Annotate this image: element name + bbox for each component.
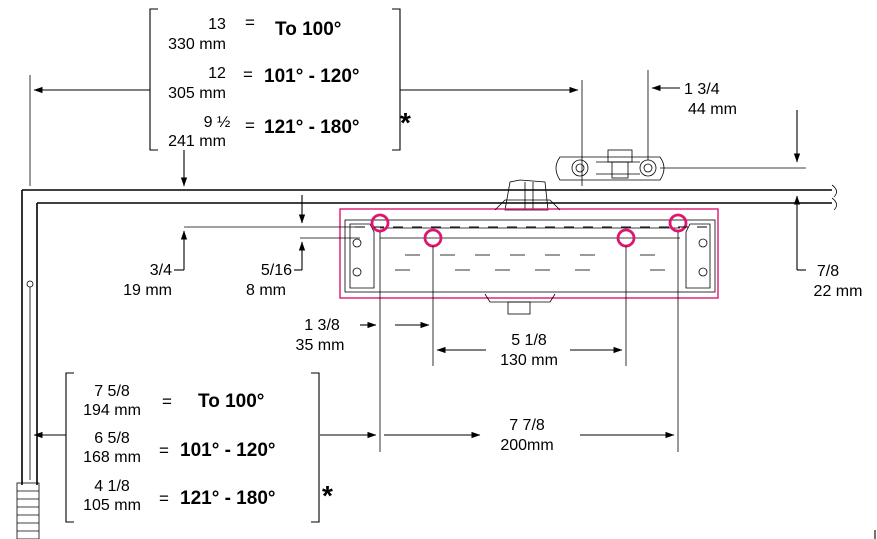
top-row3-asterisk: * bbox=[400, 107, 411, 138]
bottom-row2-inch: 6 5/8 bbox=[94, 430, 130, 447]
bottom-row3-equals: = bbox=[159, 489, 169, 508]
bottom-row3-asterisk: * bbox=[322, 480, 333, 511]
door-hinge bbox=[16, 482, 40, 539]
top-row1-range: To 100° bbox=[275, 19, 341, 40]
dim-5-16-inch: 5/16 bbox=[261, 262, 292, 279]
bottom-row3-mm: 105 mm bbox=[83, 497, 141, 514]
bottom-row2-range: 101° - 120° bbox=[180, 440, 275, 461]
closer-body bbox=[339, 199, 719, 315]
mount-hole bbox=[370, 213, 390, 233]
top-row1-mm: 330 mm bbox=[168, 36, 226, 53]
dim-1-3-8-inch: 1 3/8 bbox=[304, 317, 340, 334]
bottom-row2-mm: 168 mm bbox=[83, 449, 141, 466]
top-row3-equals: = bbox=[245, 116, 255, 135]
top-arm-table: 13 330 mm = To 100° 12 305 mm = 101° - 1… bbox=[149, 8, 411, 151]
dim-3-4-inch: 3/4 bbox=[150, 262, 172, 279]
top-row3-inch: 9 ½ bbox=[204, 114, 231, 131]
dim-5-16-mm: 8 mm bbox=[246, 282, 286, 299]
bottom-row1-equals: = bbox=[162, 392, 172, 411]
bottom-row3-range: 121° - 180° bbox=[180, 488, 275, 509]
bottom-row1-range: To 100° bbox=[198, 391, 264, 412]
top-row1-equals: = bbox=[245, 13, 255, 32]
dim-5-1-8-mm: 130 mm bbox=[500, 352, 558, 369]
dim-1-3-4-inch: 1 3/4 bbox=[684, 81, 720, 98]
bottom-row1-mm: 194 mm bbox=[83, 402, 141, 419]
top-row2-mm: 305 mm bbox=[168, 85, 226, 102]
top-row2-inch: 12 bbox=[208, 65, 226, 82]
bottom-arm-table: 7 5/8 194 mm = To 100° 6 5/8 168 mm = 10… bbox=[65, 372, 333, 523]
mount-hole bbox=[668, 213, 688, 233]
dim-7-8-mm: 22 mm bbox=[814, 283, 863, 300]
dimension-labels: 1 3/4 44 mm 3/4 19 mm 5/16 8 mm 7/8 22 m… bbox=[123, 81, 862, 454]
top-row1-inch: 13 bbox=[208, 16, 226, 33]
dim-7-8-inch: 7/8 bbox=[817, 263, 839, 280]
bottom-row2-equals: = bbox=[159, 441, 169, 460]
dim-7-7-8-inch: 7 7/8 bbox=[509, 417, 545, 434]
dim-7-7-8-mm: 200mm bbox=[500, 437, 553, 454]
top-row3-range: 121° - 180° bbox=[264, 117, 359, 138]
dim-1-3-4-mm: 44 mm bbox=[688, 101, 737, 118]
dimension-lines bbox=[29, 70, 806, 452]
bottom-row3-inch: 4 1/8 bbox=[94, 478, 130, 495]
dim-3-4-mm: 19 mm bbox=[123, 282, 172, 299]
top-row2-range: 101° - 120° bbox=[264, 66, 359, 87]
door-jamb bbox=[21, 184, 837, 485]
arm-shoe bbox=[504, 149, 665, 211]
dim-5-1-8-inch: 5 1/8 bbox=[511, 332, 547, 349]
bottom-row1-inch: 7 5/8 bbox=[94, 383, 130, 400]
top-row3-mm: 241 mm bbox=[168, 133, 226, 150]
closer-outline bbox=[339, 208, 719, 299]
top-row2-equals: = bbox=[243, 65, 253, 84]
dim-1-3-8-mm: 35 mm bbox=[296, 337, 345, 354]
